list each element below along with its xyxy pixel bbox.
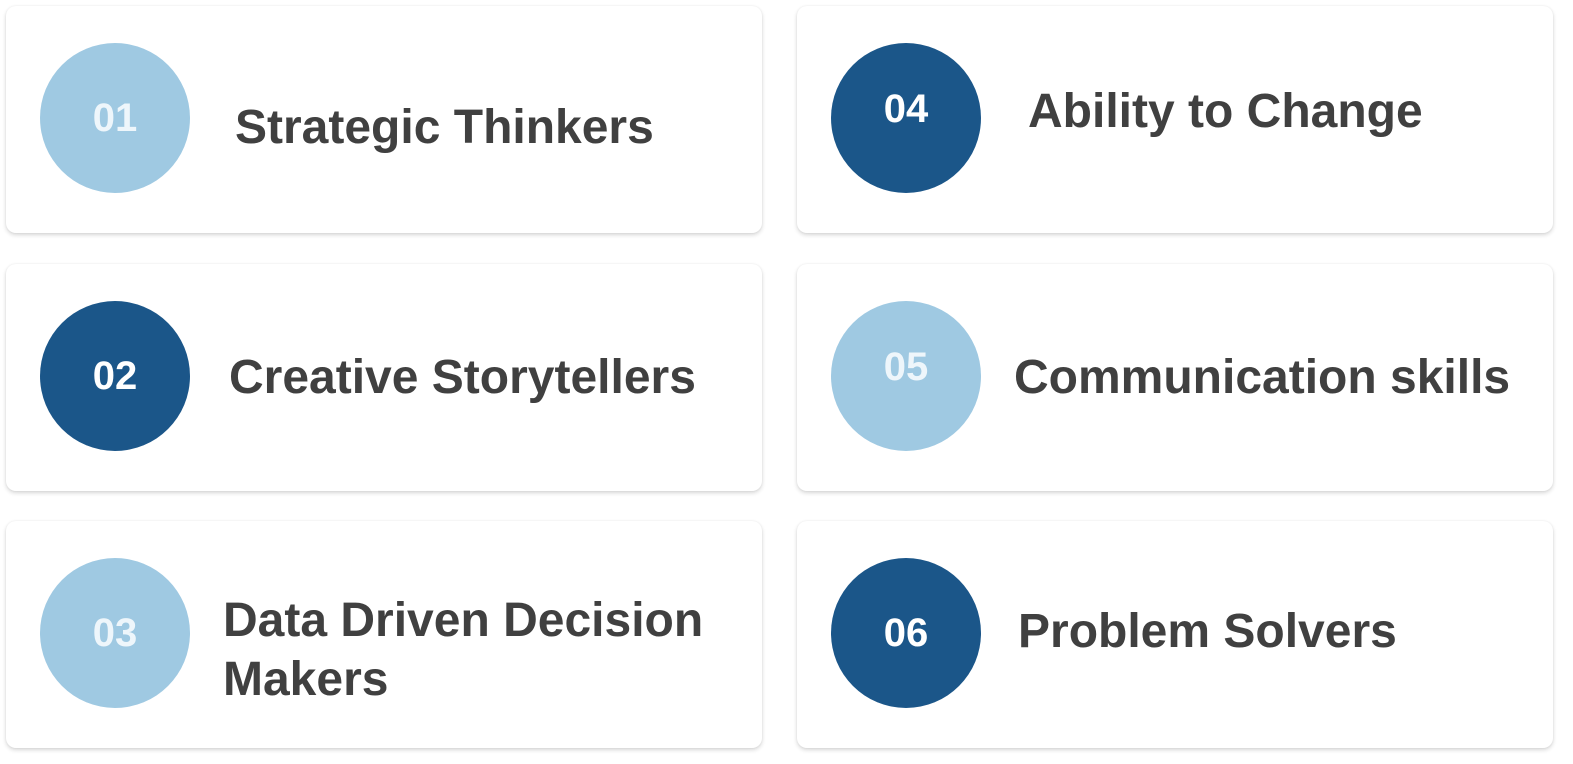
card-title-line: Ability to Change (1028, 85, 1423, 138)
card-title: Communication skills (1014, 348, 1510, 407)
number-label: 05 (883, 344, 929, 389)
number-label: 02 (92, 353, 138, 398)
card-title-line: Makers (223, 653, 389, 706)
card-title-line: Communication skills (1014, 351, 1511, 404)
card-title: Data Driven Decision Makers (223, 591, 703, 709)
card-title-line: Problem Solvers (1018, 605, 1397, 658)
card-03: 03 Data Driven Decision Makers (6, 521, 762, 748)
number-badge-04: 04 (831, 43, 981, 193)
number-label: 03 (92, 610, 138, 655)
number-label: 06 (883, 610, 929, 655)
card-title: Creative Storytellers (229, 348, 696, 407)
card-04: 04 Ability to Change (797, 6, 1553, 233)
card-title: Strategic Thinkers (235, 98, 654, 157)
card-title-line: Strategic Thinkers (235, 101, 654, 154)
card-06: 06 Problem Solvers (797, 521, 1553, 748)
number-badge-01: 01 (40, 43, 190, 193)
number-badge-05: 05 (831, 301, 981, 451)
card-title-line: Data Driven Decision (223, 594, 704, 647)
card-title: Ability to Change (1028, 82, 1423, 141)
card-02: 02 Creative Storytellers (6, 264, 762, 491)
number-badge-06: 06 (831, 558, 981, 708)
card-05: 05 Communication skills (797, 264, 1553, 491)
card-title-line: Creative Storytellers (229, 351, 696, 404)
number-badge-03: 03 (40, 558, 190, 708)
number-label: 04 (883, 86, 929, 131)
number-badge-02: 02 (40, 301, 190, 451)
card-01: 01 Strategic Thinkers (6, 6, 762, 233)
card-title: Problem Solvers (1018, 602, 1397, 661)
number-label: 01 (92, 95, 138, 140)
